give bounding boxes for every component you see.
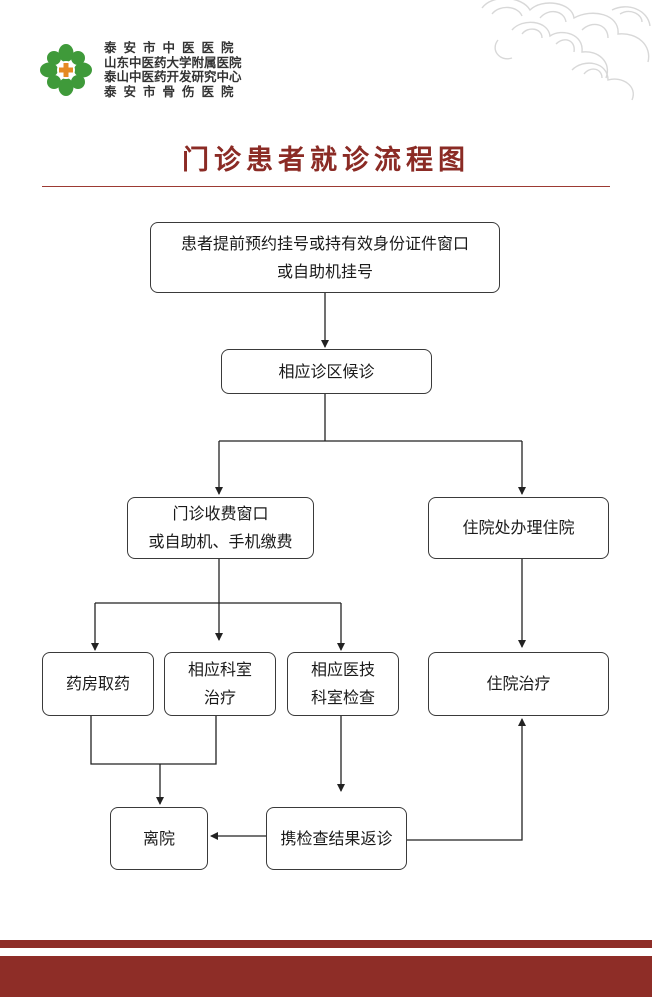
node-pay-line-1: 门诊收费窗口 xyxy=(172,504,269,523)
node-pay-line-2: 或自助机、手机缴费 xyxy=(148,532,293,551)
node-wait-label: 相应诊区候诊 xyxy=(278,361,375,381)
footer-bar-thin xyxy=(0,940,652,948)
node-admission: 住院处办理住院 xyxy=(428,497,609,559)
footer-bar-thick xyxy=(0,956,652,997)
node-discharge-label: 离院 xyxy=(142,828,175,848)
node-register: 患者提前预约挂号或持有效身份证件窗口 或自助机挂号 xyxy=(150,222,500,293)
node-dept-treatment-line-1: 相应科室 xyxy=(187,660,252,679)
node-discharge: 离院 xyxy=(110,807,208,870)
hospital-name-1: 泰安市中医医院 xyxy=(104,40,241,55)
node-return-visit: 携检查结果返诊 xyxy=(266,807,407,870)
node-inpatient: 住院治疗 xyxy=(428,652,609,716)
hospital-names: 泰安市中医医院 山东中医药大学附属医院 泰山中医药开发研究中心 泰安市骨伤医院 xyxy=(104,40,242,99)
hospital-name-4: 泰安市骨伤医院 xyxy=(104,83,241,99)
hospital-logo-icon xyxy=(40,44,92,96)
title-divider xyxy=(42,186,610,187)
node-dept-treatment-line-2: 治疗 xyxy=(203,688,236,707)
node-exam-line-1: 相应医技 xyxy=(310,660,375,679)
node-pharmacy-label: 药房取药 xyxy=(65,674,130,693)
auspicious-cloud-icon xyxy=(481,0,651,101)
hospital-name-2: 山东中医药大学附属医院 xyxy=(104,54,242,70)
node-admission-label: 住院处办理住院 xyxy=(462,518,575,537)
node-inpatient-label: 住院治疗 xyxy=(486,674,551,693)
node-register-line-2: 或自助机挂号 xyxy=(276,261,373,281)
edge-return-to-inpatient xyxy=(407,718,526,841)
node-wait: 相应诊区候诊 xyxy=(221,349,432,394)
hospital-name-3: 泰山中医药开发研究中心 xyxy=(104,69,242,84)
node-pharmacy: 药房取药 xyxy=(42,652,154,716)
node-pay: 门诊收费窗口 或自助机、手机缴费 xyxy=(127,497,314,559)
node-exam-line-2: 科室检查 xyxy=(310,688,375,707)
page-title: 门诊患者就诊流程图 xyxy=(182,145,470,176)
node-exam: 相应医技 科室检查 xyxy=(287,652,399,716)
node-return-visit-label: 携检查结果返诊 xyxy=(280,828,393,848)
node-register-line-1: 患者提前预约挂号或持有效身份证件窗口 xyxy=(180,233,469,253)
edge-pharmacy-treatment-merge xyxy=(90,716,217,765)
node-dept-treatment: 相应科室 治疗 xyxy=(164,652,276,716)
